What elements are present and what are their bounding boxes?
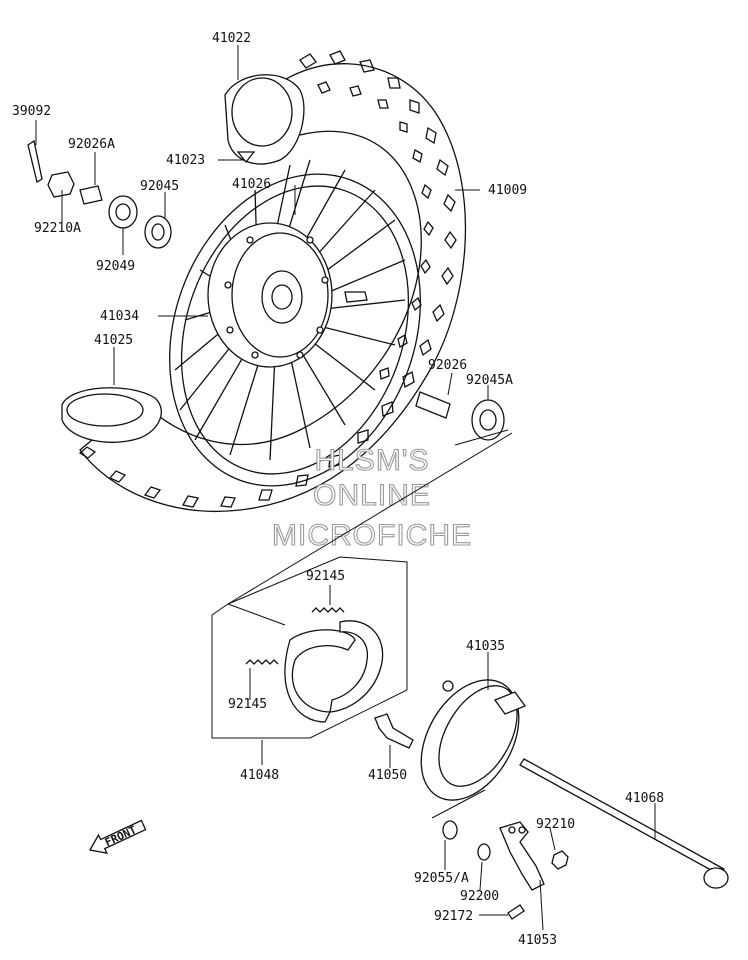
tread-pattern	[78, 50, 457, 508]
right-spacer-parts	[415, 391, 509, 446]
label-92049[interactable]: 92049	[96, 259, 135, 274]
wheel-assembly	[61, 50, 467, 512]
tube-41025[interactable]	[66, 393, 144, 427]
label-41035[interactable]: 41035	[466, 639, 505, 654]
label-41023[interactable]: 41023	[166, 153, 205, 168]
washer-92200[interactable]	[477, 843, 491, 861]
label-41068[interactable]: 41068	[625, 791, 664, 806]
label-41009[interactable]: 41009	[488, 183, 527, 198]
axle-41068[interactable]	[519, 758, 729, 889]
leader-lines	[35, 45, 656, 931]
nut-92210[interactable]	[551, 850, 569, 870]
hub-bolt	[344, 291, 368, 303]
part-labels: 41022 39092 92026A 41023 41026 41009 920…	[12, 31, 664, 948]
label-41048[interactable]: 41048	[240, 768, 279, 783]
washer-92055A[interactable]	[442, 820, 458, 840]
collar-92026A[interactable]	[79, 185, 103, 205]
hub-41034[interactable]	[207, 222, 333, 368]
label-92210A[interactable]: 92210A	[34, 221, 81, 236]
spring-92145-lower[interactable]	[245, 659, 279, 665]
watermark-line2: ONLINE	[313, 479, 431, 512]
watermark-line3: MICROFICHE	[272, 519, 472, 552]
spring-92145-upper[interactable]	[311, 607, 345, 613]
label-92026A[interactable]: 92026A	[68, 137, 115, 152]
label-41053[interactable]: 41053	[518, 933, 557, 948]
front-direction-arrow-icon: FRONT	[88, 819, 147, 855]
tube-41022[interactable]	[231, 77, 293, 147]
brake-panel-41035[interactable]	[401, 663, 539, 818]
label-41050[interactable]: 41050	[368, 768, 407, 783]
label-92026[interactable]: 92026	[428, 358, 467, 373]
valve-41023[interactable]	[236, 151, 256, 164]
spokes-41026[interactable]	[174, 159, 406, 461]
label-92045[interactable]: 92045	[140, 179, 179, 194]
label-92210[interactable]: 92210	[536, 817, 575, 832]
label-92145-upper[interactable]: 92145	[306, 569, 345, 584]
label-41026[interactable]: 41026	[232, 177, 271, 192]
label-41022[interactable]: 41022	[212, 31, 251, 46]
lever-41053[interactable]	[499, 821, 545, 891]
label-39092[interactable]: 39092	[12, 104, 51, 119]
tire-41009[interactable]	[79, 63, 467, 512]
label-41025[interactable]: 41025	[94, 333, 133, 348]
label-92045A[interactable]: 92045A	[466, 373, 513, 388]
cotter-pin-39092[interactable]	[27, 139, 43, 184]
small-parts-top	[27, 139, 172, 249]
rim	[169, 173, 421, 487]
label-92145-lower[interactable]: 92145	[228, 697, 267, 712]
label-92200[interactable]: 92200	[460, 889, 499, 904]
watermark-line1: HLSM'S	[314, 444, 429, 477]
cam-41050[interactable]	[374, 713, 414, 749]
bolt-92172[interactable]	[507, 904, 525, 920]
label-92055A[interactable]: 92055/A	[414, 871, 469, 886]
brake-shoe-group-41048[interactable]	[211, 432, 513, 739]
label-92172[interactable]: 92172	[434, 909, 473, 924]
collar-92026[interactable]	[415, 391, 451, 419]
label-41034[interactable]: 41034	[100, 309, 139, 324]
shoe-left	[284, 629, 356, 723]
nut-92210A[interactable]	[47, 171, 75, 198]
front-badge-label: FRONT	[103, 823, 139, 849]
shoe-right	[329, 620, 384, 713]
